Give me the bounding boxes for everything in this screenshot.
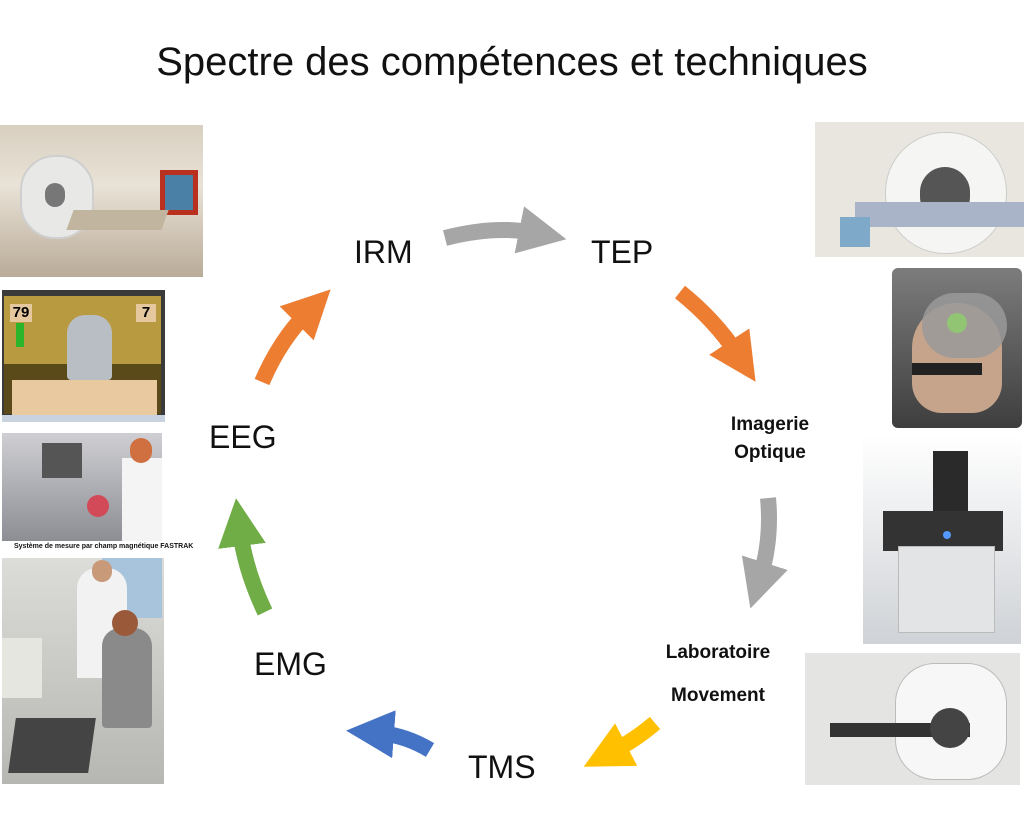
microscope-photo	[863, 436, 1021, 644]
node-tep: TEP	[591, 234, 654, 270]
eeg-fastrak-photo	[2, 433, 162, 541]
node-laboratoire-movement: Laboratoire Movement	[648, 631, 788, 717]
node-eeg: EEG	[209, 419, 277, 455]
node-labo-line2: Movement	[671, 685, 765, 706]
optical-imaging-head-render	[892, 268, 1022, 428]
node-labo-line1: Laboratoire	[665, 642, 771, 663]
fastrak-caption: Système de mesure par champ magnétique F…	[14, 543, 194, 550]
mri-room-photo	[0, 125, 203, 277]
arrow-tep-optique	[674, 285, 756, 382]
arrow-emg-eeg	[218, 498, 273, 616]
score-right: 7	[136, 304, 156, 322]
score-left: 79	[10, 304, 32, 322]
arrow-irm-tep	[442, 206, 567, 254]
node-imagerie-optique: Imagerie Optique	[715, 411, 825, 467]
node-emg: EMG	[254, 646, 327, 682]
arrow-tms-emg	[346, 710, 435, 759]
node-optique-line2: Optique	[734, 442, 806, 463]
pet-scanner-photo	[815, 122, 1024, 257]
virtual-reality-screenshot: 79 7	[2, 290, 165, 422]
node-optique-line1: Imagerie	[730, 414, 810, 435]
slide-title: Spectre des compétences et techniques	[156, 40, 868, 84]
tms-session-photo	[2, 558, 164, 784]
arrow-optique-labo	[741, 497, 788, 609]
node-irm: IRM	[354, 234, 413, 270]
arrow-labo-tms	[583, 716, 661, 767]
preclinical-mri-photo	[805, 653, 1020, 785]
node-tms: TMS	[468, 749, 536, 785]
arrow-eeg-irm	[254, 289, 331, 386]
